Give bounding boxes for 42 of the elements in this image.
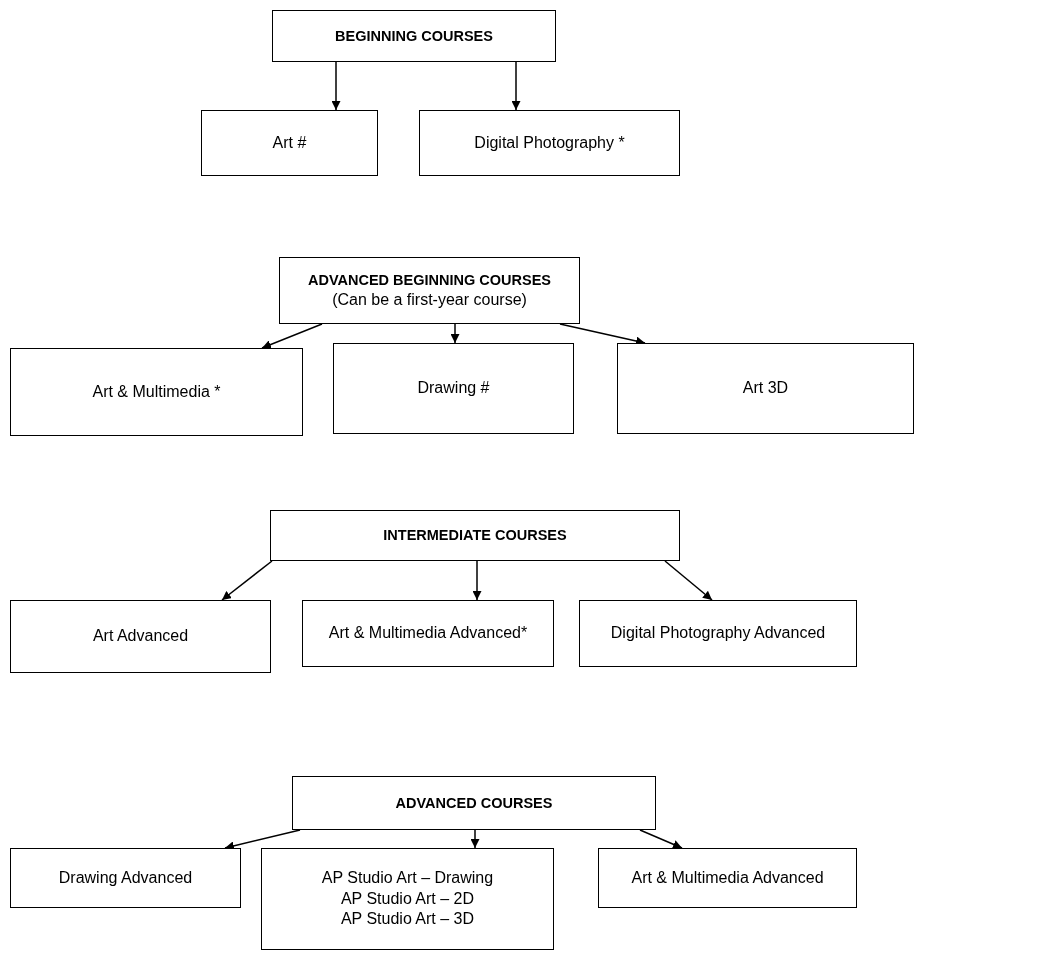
course-name: Art & Multimedia *: [92, 381, 221, 402]
arrow: [261, 323, 323, 349]
arrow: [450, 323, 460, 344]
level-header-box: [270, 510, 680, 561]
course-box: [201, 110, 378, 176]
course-box: [10, 348, 303, 436]
course-name: Art Advanced: [92, 626, 189, 647]
course-box: [302, 600, 554, 667]
arrow: [221, 560, 273, 601]
level-header-box: [279, 257, 580, 324]
course-box: [419, 110, 680, 176]
course-box: [617, 343, 914, 434]
course-box: [10, 600, 271, 673]
level-header-box: [292, 776, 656, 830]
course-box: [579, 600, 857, 667]
course-box: [261, 848, 554, 950]
arrow: [511, 61, 521, 111]
course-name: Art #: [272, 132, 307, 153]
course-box: [598, 848, 857, 908]
arrow: [472, 560, 482, 601]
course-name: Art & Multimedia Advanced: [631, 867, 824, 888]
arrow: [470, 829, 480, 849]
course-name: AP Studio Art – 2D: [340, 888, 475, 909]
course-box: [333, 343, 574, 434]
course-name: Drawing Advanced: [58, 867, 193, 888]
course-name: Art 3D: [742, 378, 789, 399]
level-header-box: [272, 10, 556, 62]
arrow: [639, 829, 683, 849]
course-name: Digital Photography *: [474, 132, 625, 153]
level-title: BEGINNING COURSES: [335, 26, 493, 46]
arrow: [664, 560, 713, 601]
course-name: AP Studio Art – Drawing: [321, 867, 494, 888]
course-name: Digital Photography Advanced: [610, 623, 826, 644]
level-title: ADVANCED COURSES: [395, 793, 553, 813]
arrow: [331, 61, 341, 111]
level-title: INTERMEDIATE COURSES: [383, 526, 567, 545]
course-name: Drawing #: [417, 378, 490, 399]
course-box: [10, 848, 241, 908]
level-note: (Can be a first-year course): [332, 289, 527, 310]
course-name: AP Studio Art – 3D: [340, 909, 475, 930]
level-title: ADVANCED BEGINNING COURSES: [308, 270, 551, 290]
course-name: Art & Multimedia Advanced*: [328, 623, 528, 644]
